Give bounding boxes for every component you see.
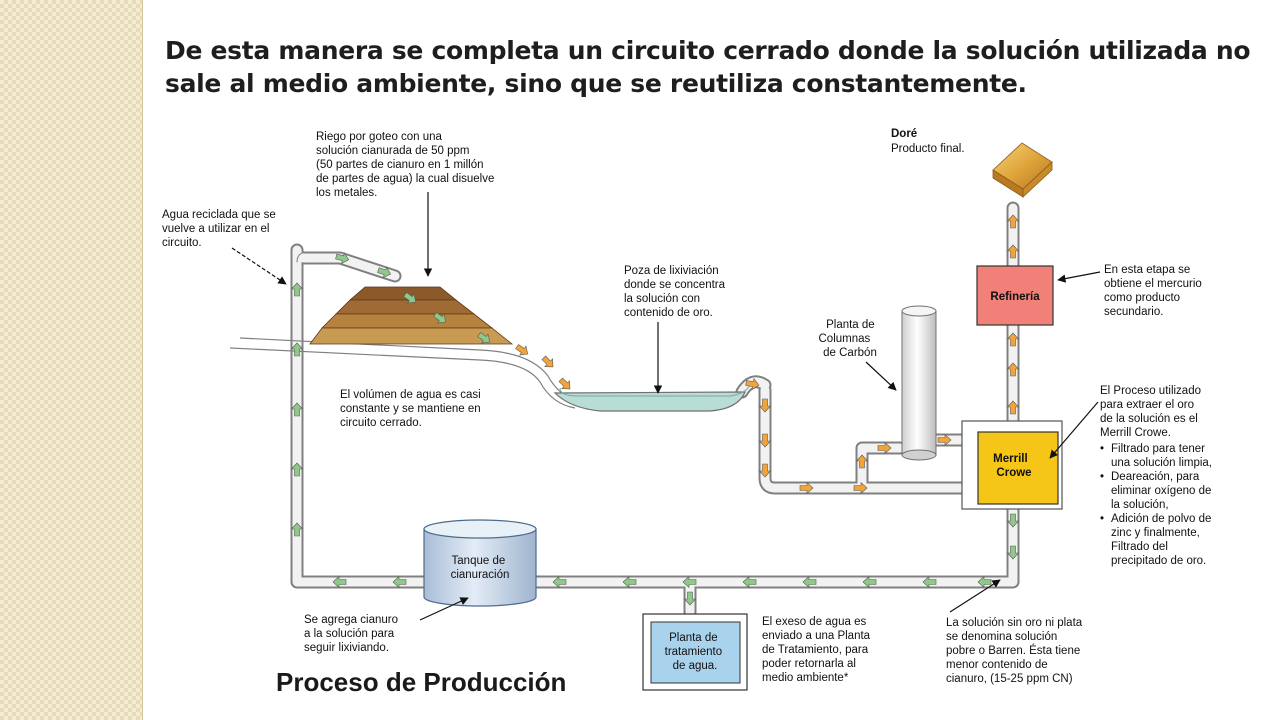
flow-arrow-icon bbox=[862, 575, 877, 589]
flow-arrow-icon bbox=[332, 575, 347, 589]
flow-arrow-icon bbox=[1006, 545, 1020, 560]
merrill-note: El Proceso utilizado para extraer el oro… bbox=[1100, 385, 1204, 439]
agua-reciclada-label: Agua reciclada que se vuelve a utilizar … bbox=[162, 209, 279, 249]
leach-pond bbox=[553, 384, 751, 412]
flow-arrow-icon bbox=[558, 377, 571, 390]
dore-title: Doré bbox=[891, 128, 917, 140]
water-treatment-box bbox=[642, 613, 748, 691]
slide-heading: De esta manera se completa un circuito c… bbox=[165, 34, 1255, 100]
flow-arrow-icon bbox=[745, 378, 760, 391]
flow-arrow-icon bbox=[855, 454, 869, 469]
merrill-bullet-1: Filtrado para tener una solución limpia, bbox=[1111, 443, 1212, 469]
slide-heading-line-1: De esta manera se completa un circuito c… bbox=[165, 36, 1251, 65]
flow-arrow-icon bbox=[515, 344, 529, 356]
tanque-label: Tanque de cianuración bbox=[451, 555, 510, 581]
merrill-bullets: ••• Filtrado para tener una solución lim… bbox=[1100, 443, 1215, 567]
dore-gold-bar-icon bbox=[992, 142, 1053, 198]
volumen-label: El volúmen de agua es casi constante y s… bbox=[340, 389, 484, 429]
refineria-box-label: Refinería bbox=[990, 291, 1040, 303]
flow-arrow-icon bbox=[392, 575, 407, 589]
flow-arrow-icon bbox=[1006, 362, 1020, 377]
cyanidation-tank bbox=[423, 519, 537, 607]
riego-label: Riego por goteo con una solución cianura… bbox=[316, 131, 498, 199]
flow-arrow-icon bbox=[1006, 400, 1020, 415]
refineria-box bbox=[976, 265, 1054, 326]
flow-arrow-icon bbox=[290, 282, 304, 297]
flow-arrow-icon bbox=[622, 575, 637, 589]
flow-arrow-icon bbox=[937, 433, 952, 447]
poza-label: Poza de lixiviación donde se concentra l… bbox=[624, 265, 728, 319]
flow-arrow-icon bbox=[290, 522, 304, 537]
merrill-crowe-box-label: Merrill Crowe bbox=[993, 453, 1031, 479]
flow-arrow-icon bbox=[552, 575, 567, 589]
diagram-title: Proceso de Producción bbox=[276, 667, 566, 697]
flow-arrow-icon bbox=[758, 398, 772, 413]
merrill-crowe-box bbox=[961, 420, 1063, 510]
flow-arrow-icon bbox=[799, 481, 814, 495]
leader-lines bbox=[231, 192, 1101, 621]
flow-arrow-icon bbox=[758, 433, 772, 448]
flow-arrow-icon bbox=[290, 342, 304, 357]
flow-arrow-icon bbox=[683, 591, 697, 606]
flow-arrow-icon bbox=[290, 402, 304, 417]
flow-arrow-icon bbox=[1006, 214, 1020, 229]
dore-subtitle: Producto final. bbox=[891, 143, 965, 155]
flow-arrow-icon bbox=[1006, 513, 1020, 528]
exceso-label: El exeso de agua es enviado a una Planta… bbox=[762, 616, 873, 684]
flow-arrow-icon bbox=[802, 575, 817, 589]
flow-arrow-icon bbox=[758, 463, 772, 478]
flow-arrow-icon bbox=[1006, 244, 1020, 259]
flow-arrow-icon bbox=[541, 355, 554, 368]
flow-arrow-icon bbox=[853, 481, 868, 495]
leach-heap bbox=[309, 286, 514, 345]
merrill-bullet-3: Adición de polvo de zinc y finalmente, F… bbox=[1111, 513, 1215, 567]
columnas-label: Planta de Columnas de Carbón bbox=[819, 319, 878, 359]
bullet-marker: ••• bbox=[1100, 443, 1104, 525]
flow-arrow-icon bbox=[403, 292, 417, 304]
flow-arrow-icon bbox=[433, 312, 447, 324]
flow-arrow-icon bbox=[682, 575, 697, 589]
flow-arrow-icon bbox=[1006, 332, 1020, 347]
refineria-note: En esta etapa se obtiene el mercurio com… bbox=[1104, 264, 1205, 318]
flow-arrow-icon bbox=[477, 332, 491, 344]
slide-heading-line-2: sale al medio ambiente, sino que se reut… bbox=[165, 69, 1027, 98]
flow-arrow-icon bbox=[877, 441, 892, 455]
flow-arrows bbox=[290, 214, 1020, 606]
flow-arrow-icon bbox=[977, 575, 992, 589]
planta-tratamiento-label: Planta de tratamiento de agua. bbox=[665, 632, 726, 672]
decorative-side-band bbox=[0, 0, 143, 720]
flow-arrow-icon bbox=[335, 252, 350, 265]
flow-arrow-icon bbox=[290, 462, 304, 477]
carbon-column bbox=[901, 305, 937, 461]
flow-arrow-icon bbox=[922, 575, 937, 589]
flow-arrow-icon bbox=[742, 575, 757, 589]
merrill-bullet-2: Deareación, para eliminar oxígeno de la … bbox=[1111, 471, 1215, 511]
cianuro-label: Se agrega cianuro a la solución para seg… bbox=[304, 614, 401, 654]
flow-arrow-icon bbox=[377, 266, 392, 279]
barren-label: La solución sin oro ni plata se denomina… bbox=[946, 617, 1085, 685]
